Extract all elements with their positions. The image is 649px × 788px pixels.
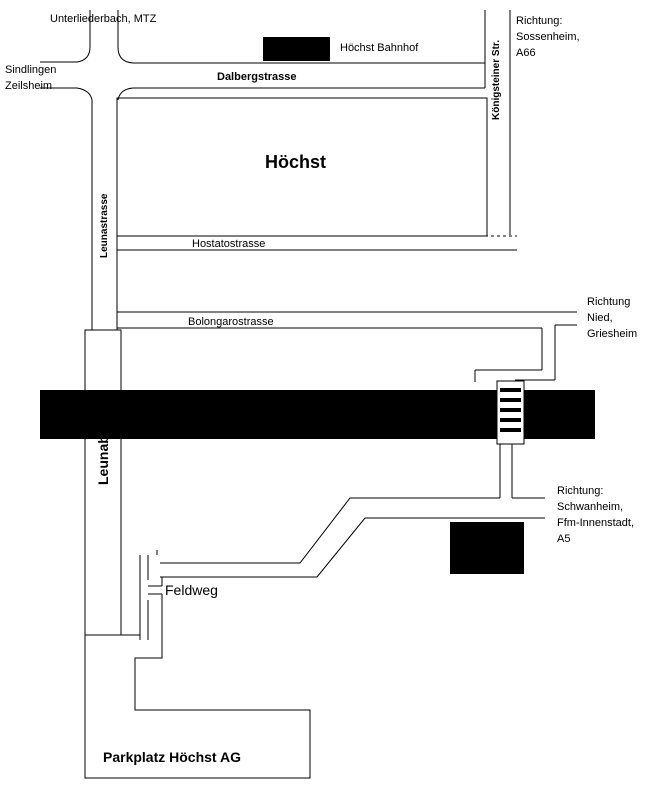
richtung-nied-1: Richtung <box>587 296 630 308</box>
leunabruecke-label: Leunabrücke <box>95 398 111 485</box>
road-to-hkcw-lower <box>160 517 545 578</box>
unterliederbach-label: Unterliederbach, MTZ <box>50 13 157 25</box>
direction-sossenheim: Richtung: Sossenheim, A66 <box>516 15 580 59</box>
roundabout <box>40 10 485 101</box>
richtung-schwanheim-1: Richtung: <box>557 485 603 497</box>
hoechst-bahnhof-label: Höchst Bahnhof <box>340 42 419 54</box>
feldweg-label: Feldweg <box>165 582 218 598</box>
hkcw-building <box>450 522 524 574</box>
leunastrasse-label: Leunastrasse <box>99 193 110 258</box>
parkplatz-label: Parkplatz Höchst AG <box>103 749 241 765</box>
richtung-sossenheim-3: A66 <box>516 47 536 59</box>
hostatostrasse-label: Hostatostrasse <box>192 238 265 250</box>
richtung-schwanheim-4: A5 <box>557 533 570 545</box>
hoechst-label: Höchst <box>265 152 326 172</box>
ferry-label: Fähre <box>530 401 560 413</box>
bolongarostrasse-label: Bolongarostrasse <box>188 316 274 328</box>
road-to-hkcw-upper <box>160 497 500 564</box>
hkcw-label: HKCW <box>461 539 515 558</box>
richtung-nied-2: Nied, <box>587 312 613 324</box>
zeilsheim-label: Zeilsheim <box>5 80 52 92</box>
richtung-schwanheim-2: Schwanheim, <box>557 501 623 513</box>
richtung-sossenheim-2: Sossenheim, <box>516 31 580 43</box>
hoechst-bahnhof-marker <box>263 37 330 61</box>
river-label: Main <box>200 398 241 418</box>
parkplatz-area <box>84 612 311 779</box>
richtung-sossenheim-1: Richtung: <box>516 15 562 27</box>
leunabruecke-bridge <box>84 329 122 636</box>
dalbergstrasse-label: Dalbergstrasse <box>217 71 297 83</box>
direction-nied: Richtung Nied, Griesheim <box>587 296 637 340</box>
richtung-schwanheim-3: Ffm-Innenstadt, <box>557 517 634 529</box>
feldweg-path <box>139 550 163 640</box>
richtung-nied-3: Griesheim <box>587 328 637 340</box>
sindlingen-label: Sindlingen <box>5 64 56 76</box>
ferry-crossing <box>496 380 525 445</box>
direction-schwanheim: Richtung: Schwanheim, Ffm-Innenstadt, A5 <box>557 485 634 545</box>
koenigsteiner-label: Königsteiner Str. <box>491 40 502 120</box>
